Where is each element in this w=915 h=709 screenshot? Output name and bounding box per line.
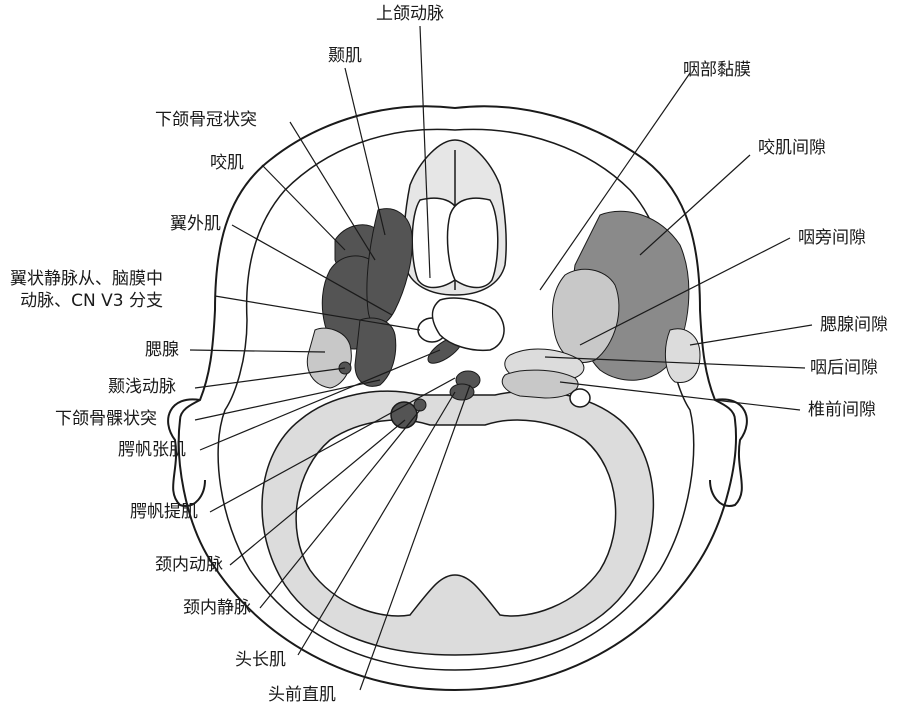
label-masticator-space: 咬肌间隙 [758,138,826,158]
label-maxillary-artery: 上颌动脉 [376,4,444,24]
vertebra-ring [570,389,590,407]
parotid-space-right [665,329,700,383]
label-levator-veli-palatini: 腭帆提肌 [130,502,198,522]
label-temporalis: 颞肌 [328,46,362,66]
label-pharyngeal-mucosa: 咽部黏膜 [683,60,751,80]
label-tensor-veli-palatini: 腭帆张肌 [118,440,186,460]
maxillary-sinus-right [448,198,498,287]
label-prevertebral-space: 椎前间隙 [808,400,876,420]
label-internal-jugular-vein: 颈内静脉 [183,598,251,618]
label-longus-capitis: 头长肌 [235,650,286,670]
label-parotid-space: 腮腺间隙 [820,315,888,335]
label-parotid: 腮腺 [145,340,179,360]
label-mandibular-condyle: 下颌骨髁状突 [55,409,157,429]
label-retropharyngeal-space: 咽后间隙 [810,358,878,378]
label-masseter: 咬肌 [210,153,244,173]
label-pterygoid-plexus: 翼状静脉从、脑膜中 动脉、CN Ⅴ3 分支 [10,268,163,312]
label-superficial-temporal-artery: 颞浅动脉 [108,377,176,397]
label-coronoid-process: 下颌骨冠状突 [155,110,257,130]
ijv-left [414,399,426,411]
label-internal-carotid-artery: 颈内动脉 [155,555,223,575]
label-rectus-capitis-anterior: 头前直肌 [268,685,336,705]
label-lateral-pterygoid: 翼外肌 [170,214,221,234]
prevertebral-space [502,370,578,398]
label-parapharyngeal-space: 咽旁间隙 [798,228,866,248]
longus-capitis-left [450,384,474,400]
